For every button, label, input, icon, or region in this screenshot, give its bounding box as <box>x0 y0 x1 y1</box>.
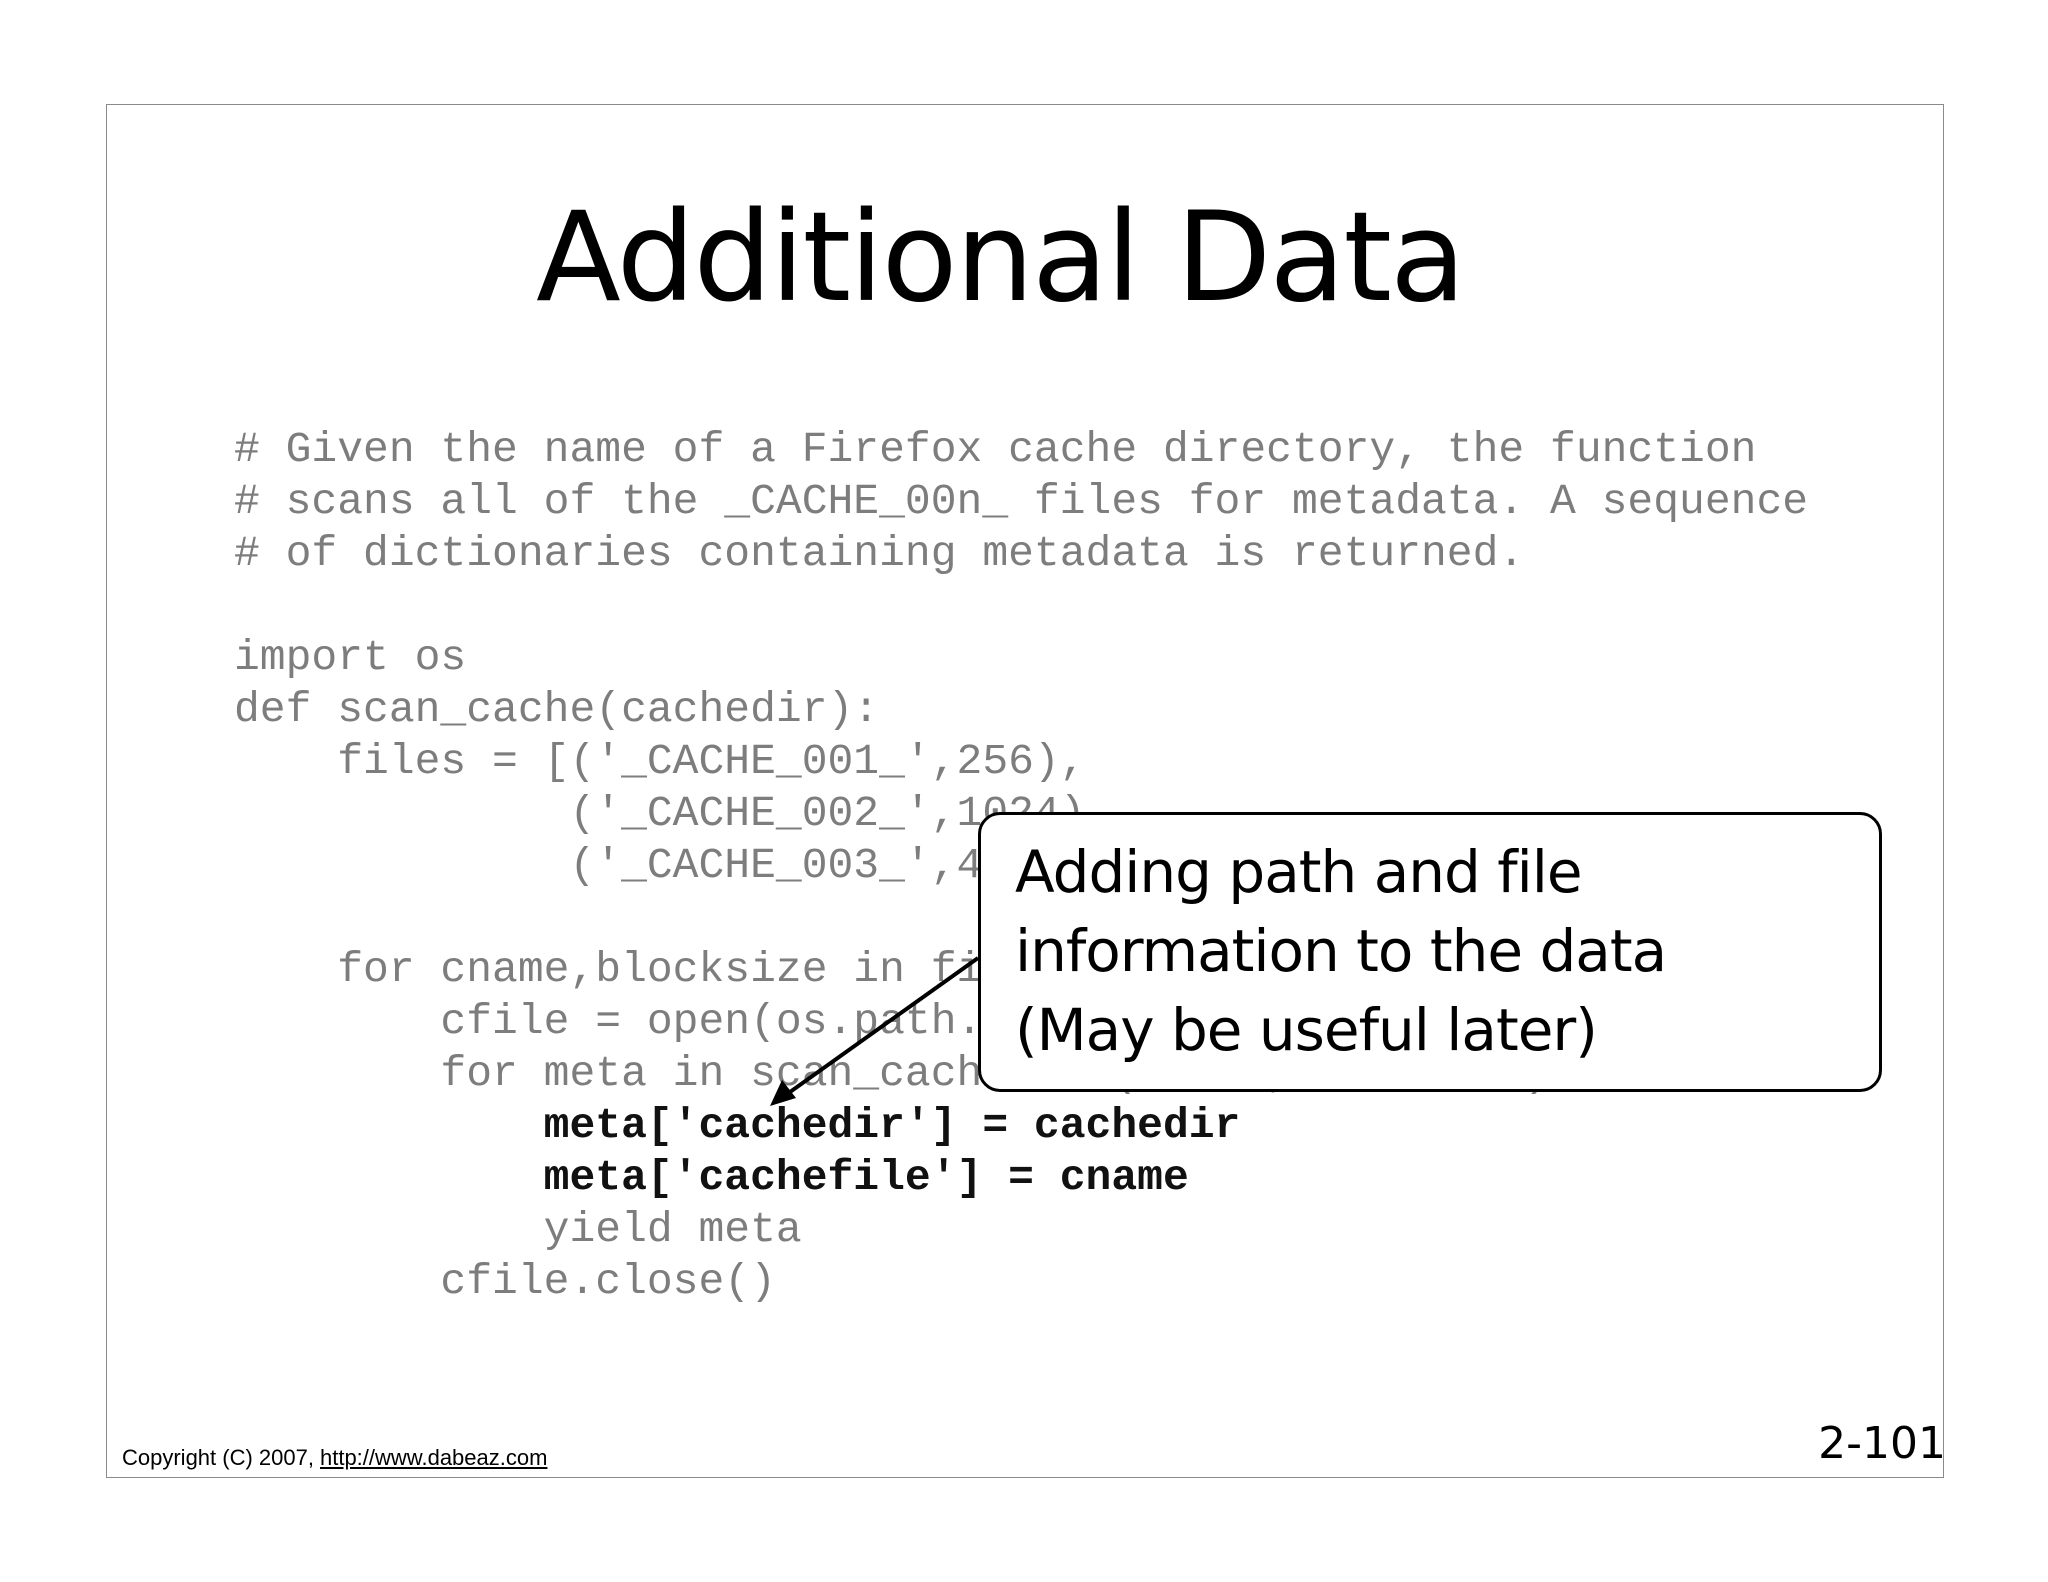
copyright-text: Copyright (C) 2007, <box>122 1445 314 1470</box>
callout-line: information to the data <box>1015 917 1667 985</box>
footer-link[interactable]: http://www.dabeaz.com <box>319 1445 548 1470</box>
code-line: yield meta <box>234 1205 802 1254</box>
code-line: # scans all of the _CACHE_00n_ files for… <box>234 477 1809 526</box>
code-line-highlighted: meta['cachedir'] = cachedir <box>234 1101 1241 1150</box>
callout-box: Adding path and file information to the … <box>978 812 1882 1092</box>
callout-line: (May be useful later) <box>1015 996 1598 1064</box>
footer-copyright: Copyright (C) 2007,http://www.dabeaz.com <box>122 1445 547 1471</box>
arrow-line <box>788 956 980 1094</box>
code-line: cfile.close() <box>234 1257 776 1306</box>
arrow-head-icon <box>770 1080 796 1106</box>
code-line: # of dictionaries containing metadata is… <box>234 529 1525 578</box>
slide-frame <box>106 104 1944 1478</box>
code-line-highlighted: meta['cachefile'] = cname <box>234 1153 1189 1202</box>
code-line: import os <box>234 633 467 682</box>
slide-title: Additional Data <box>536 186 1466 330</box>
code-line: files = [('_CACHE_001_',256), <box>234 737 1086 786</box>
code-line: # Given the name of a Firefox cache dire… <box>234 425 1757 474</box>
page-number: 2-101 <box>1818 1418 1946 1469</box>
callout-line: Adding path and file <box>1015 838 1583 906</box>
code-line: def scan_cache(cachedir): <box>234 685 880 734</box>
